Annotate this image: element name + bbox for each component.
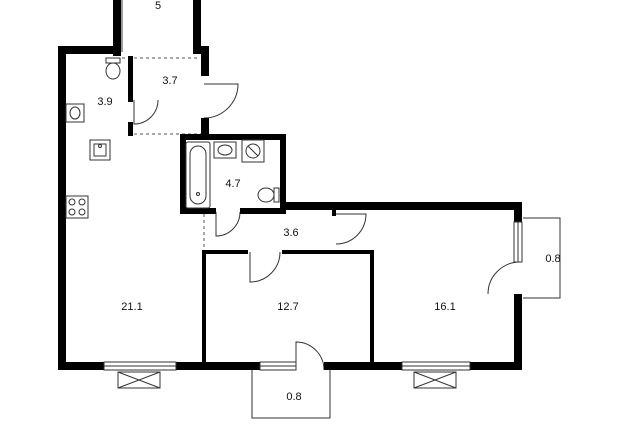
wall-segment [324, 362, 402, 370]
wall-segment [180, 208, 216, 214]
door-middle-room [249, 251, 281, 283]
window-box-cross [413, 371, 457, 389]
bathtub-icon [185, 141, 211, 209]
wall-segment [201, 46, 209, 76]
wall-segment [282, 250, 374, 254]
washing-machine-icon [241, 139, 265, 163]
toilet-icon [257, 187, 280, 203]
area-label-balcony-bottom: 0.8 [286, 391, 301, 403]
wall-segment [240, 208, 286, 214]
window-box-cross [117, 371, 161, 389]
wall-segment [58, 46, 121, 54]
area-label-kitchen-living: 21.1 [121, 301, 142, 313]
walls [58, 0, 522, 370]
wall-segment [280, 134, 286, 214]
wall-segment [370, 250, 374, 362]
balcony-bottom-outline [251, 368, 331, 419]
door-balcony-bottom [295, 341, 325, 371]
wall-segment [202, 250, 248, 254]
sink-icon [65, 103, 85, 123]
wall-segment [58, 46, 66, 370]
stove-icon [65, 195, 89, 219]
wall-segment [58, 362, 104, 370]
balcony-right-outline [523, 217, 561, 299]
window-box [413, 371, 457, 389]
area-label-bathroom: 4.7 [225, 178, 240, 190]
wall-segment [128, 56, 133, 102]
wall-segment [193, 0, 201, 50]
area-label-balcony-right: 0.8 [545, 253, 560, 265]
area-label-landing: 5 [155, 0, 161, 12]
window-box [117, 371, 161, 389]
wall-segment [202, 250, 206, 362]
window-boxes [117, 371, 457, 389]
wall-segment [514, 294, 522, 370]
door-right-room [335, 213, 367, 245]
door-balcony-right [487, 261, 521, 295]
wall-segment [176, 362, 260, 370]
door-bathroom [215, 211, 241, 237]
dashed-separators [122, 57, 205, 252]
door-entrance [203, 83, 239, 119]
basin-icon [213, 141, 237, 159]
wall-segment [470, 362, 522, 370]
kitchen-sink-icon [89, 139, 111, 161]
area-label-bedroom-middle: 12.7 [277, 301, 298, 313]
wall-segment [286, 202, 522, 210]
doors [133, 83, 521, 371]
wall-segment [201, 118, 209, 136]
area-label-hallway: 3.7 [162, 75, 177, 87]
toilet-icon [105, 57, 121, 80]
door-toilet [133, 99, 159, 125]
area-label-toilet: 3.9 [97, 96, 112, 108]
wall-segment [128, 122, 133, 136]
wall-segment [332, 210, 336, 216]
area-label-bedroom-right: 16.1 [434, 301, 455, 313]
fixtures [65, 57, 280, 219]
wall-segment [514, 202, 522, 222]
wall-segment [113, 0, 121, 56]
area-label-corridor: 3.6 [283, 227, 298, 239]
area-labels: 5 3.7 3.9 4.7 3.6 21.1 12.7 16.1 0.8 0.8 [97, 0, 560, 403]
wall-segment [180, 134, 186, 214]
wall-segment [180, 134, 286, 140]
windows [103, 221, 523, 371]
